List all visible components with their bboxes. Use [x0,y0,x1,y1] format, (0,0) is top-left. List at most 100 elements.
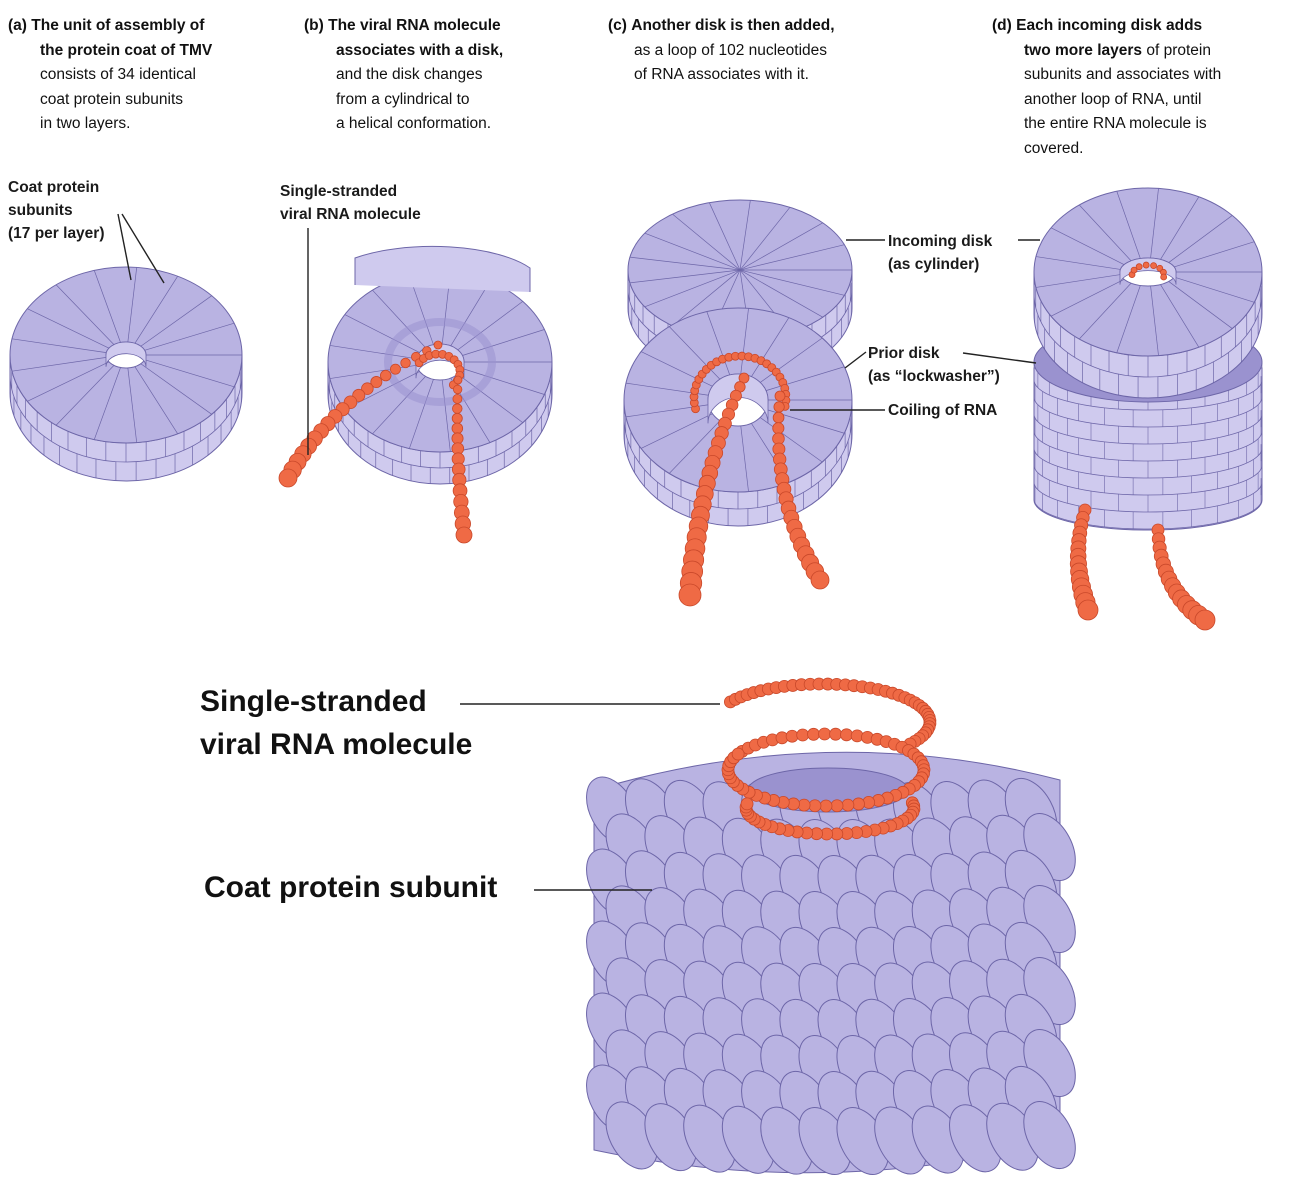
caption-c-letter: (c) [608,17,627,34]
disk-subunit-seam [740,269,845,296]
disk-subunit-seam [1168,281,1233,329]
disk-subunit-seam [144,359,235,388]
disk-subunit-seam [672,213,741,271]
rna-bead [278,468,298,488]
disk-subunit-seam [55,284,115,345]
rna-bead [807,727,820,741]
caption-b-line-2: from a cylindrical to [336,90,470,108]
disk-subunit-seam [93,270,121,343]
label-coat-protein-subunit-text: Coat protein subunit [204,871,498,904]
label-ssrna-big-line-2: viral RNA molecule [200,728,473,761]
disk-subunit-seam [629,256,740,271]
rna-bead [1160,273,1168,281]
caption-a-line-1: consists of 34 identical [40,66,196,83]
disk-subunit-seam [1150,285,1159,356]
disk-subunit-seam [93,367,121,440]
caption-c-line-2: of RNA associates with it. [634,66,809,83]
disk-subunit-seam [739,200,751,270]
disk-subunit-seam [344,314,420,353]
tmv-helical-virus [586,751,1076,1175]
coat-protein-subunit [1023,1101,1076,1169]
disk-subunit-seam [706,311,731,376]
disk-subunit-seam [329,364,417,379]
disk-subunit-seam [1174,241,1255,268]
rna-strands [278,261,1216,841]
disk-subunit-seam [739,222,823,271]
disk-subunit-seam [739,269,823,318]
rna-bead [830,799,844,813]
disk-subunit-seam [759,337,823,383]
disk-subunit-seam [144,322,235,351]
disk-subunit-seam [127,267,138,343]
panel-c-prior-disk [623,307,853,527]
disk-subunit-seam [329,345,417,360]
label-prior-disk-line-2: (as “lockwasher”) [868,368,1000,385]
disk-subunit-seam [134,276,179,344]
disk-subunit-seam [629,269,740,284]
rna-bead [818,727,831,741]
disk-subunit-seam [27,308,110,349]
rna-bead [1194,609,1216,631]
rna-bead [773,401,785,413]
disk-subunit-seam [740,244,845,271]
disk-subunit-seam [751,317,790,377]
disk-subunit-seam [450,281,491,347]
rna-bead [785,729,799,743]
caption-d-line-1: subunits and associates with [1024,66,1222,83]
disk-subunit-seam [1035,256,1121,270]
caption-panel-a: (a) The unit of assembly of the protein … [8,14,298,137]
caption-d-line-2: another loop of RNA, until [1024,90,1202,108]
disk-subunit-seam [1160,196,1200,260]
rna-bead [452,384,463,395]
disk-subunit-seam [1150,188,1159,259]
disk-subunit-seam [1160,284,1200,348]
disk-subunit-seam [739,207,791,271]
disk-subunit-seam [372,376,426,435]
disk-subunit-seam [1116,191,1141,259]
caption-a-bold-1: The unit of assembly of [31,17,205,34]
rna-bead [452,403,463,414]
caption-d-line-4: covered. [1024,139,1084,157]
rna-bead [370,376,383,389]
caption-panel-d: (d) Each incoming disk adds two more lay… [992,14,1292,161]
disk-subunit-seam [409,379,434,449]
disk-subunit-seam [759,417,823,463]
rna-bead [731,747,745,761]
caption-a-line-2: coat protein subunits [40,90,184,108]
disk-subunit-seam [1174,276,1255,303]
disk-subunit-seam [669,326,721,380]
rna-bead [772,422,785,435]
rna-bead [1077,599,1099,621]
stack-layer-line [1033,430,1263,462]
disk-subunit-seam [672,269,741,327]
rna-bead [740,797,754,811]
disk-subunit-seam [644,269,741,308]
panel-a-disk [9,266,243,482]
rna-bead [829,727,842,741]
rna-bead [1150,262,1157,270]
disk-subunit-seam [344,371,420,410]
disk-hole-wall [707,373,769,424]
stack-layer-line [1033,464,1263,496]
disk-subunit-seam [1168,215,1233,263]
caption-d-line-2-rest: of protein [1142,41,1211,59]
rna-bead [455,526,473,544]
stack-layer-line [1033,396,1263,428]
rna-bead [797,798,811,812]
disk-subunit-seam [11,357,107,372]
disk-subunit-seam [27,361,110,402]
label-single-stranded-rna-big: Single-stranded viral RNA molecule [200,680,472,766]
disk-subunit-seam [765,366,845,391]
rna-bead [841,798,855,812]
caption-c-bold-1: Another disk is then added, [631,17,835,34]
rna-bead [810,570,830,590]
leader-coat-protein-2 [121,213,165,284]
label-ssrna-small-line-2: viral RNA molecule [280,206,421,223]
rna-bead [796,728,810,742]
label-coiling-of-rna-text: Coiling of RNA [888,402,998,419]
caption-d-bold-1: Each incoming disk adds [1016,17,1203,34]
label-coat-protein-line-3: (17 per layer) [8,225,105,242]
rna-bead [808,799,822,813]
rna-bead [453,375,463,385]
